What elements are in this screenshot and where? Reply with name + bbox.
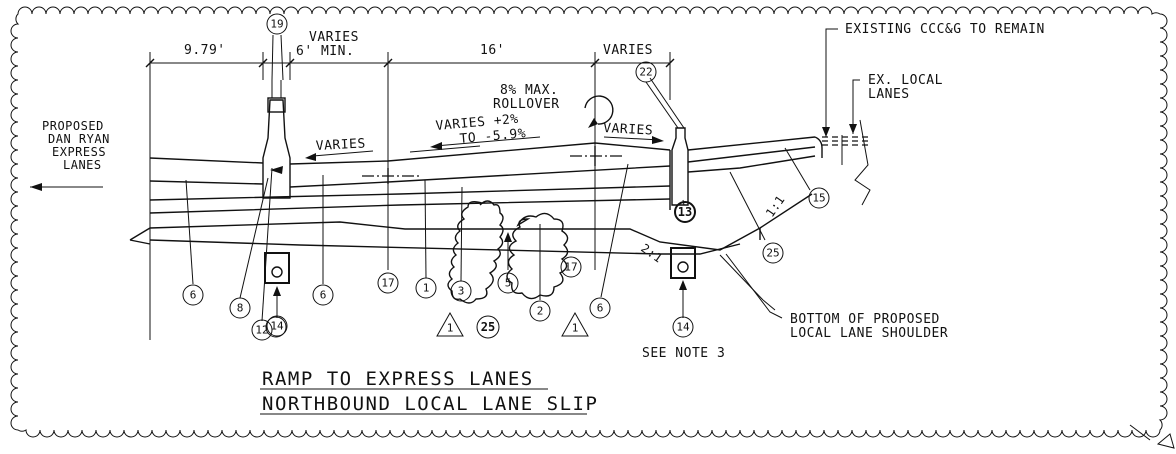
callout-14-right: 14 [676,321,690,334]
callout-13: 13 [678,205,692,219]
callout-17-right: 17 [564,261,577,274]
label-proposed-4: LANES [63,158,102,172]
label-bottom-2: LOCAL LANE SHOULDER [790,326,948,341]
label-proposed-3: EXPRESS [52,145,106,159]
callout-5: 5 [505,277,512,290]
label-ex-local-1: EX. LOCAL [868,73,943,88]
revision-triangle: 1 1 [436,311,589,337]
callout-14-left: 14 [270,320,284,333]
callout-3: 3 [458,285,465,298]
leaders [185,28,860,322]
revision-tag-icon [1129,424,1175,449]
dim-9-79: 9.79' [184,43,226,58]
label-varies-left: VARIES [315,136,366,154]
label-slope-1-1: 1:1 [763,193,788,220]
callout-15: 15 [812,192,825,205]
title-line-1: RAMP TO EXPRESS LANES [262,368,534,390]
label-existing-curb: EXISTING CCC&G TO REMAIN [845,22,1045,37]
callout-25-right: 25 [766,247,779,260]
label-varies-right: VARIES [603,121,654,139]
label-bottom-1: BOTTOM OF PROPOSED [790,312,940,327]
dimension-string [145,52,675,340]
revision-triangle-left: 1 [447,322,454,335]
rollover-arrow-icon [584,95,614,128]
callout-6-left: 6 [190,289,197,302]
label-slope-2-1: 2:1 [638,241,665,266]
callout-22: 22 [639,66,652,79]
pivot-marks [362,146,625,184]
drain-structure-icon [264,247,696,318]
callout-19: 19 [270,18,283,31]
callout-bubbles: 19 22 13 15 25 6 8 12 6 17 1 3 5 25 2 17… [182,13,830,341]
existing-lanes [687,119,871,240]
callout-1: 1 [423,282,430,295]
dim-varies-top: VARIES [309,30,359,45]
revision-cloud-border [10,6,1168,438]
dim-16: 16' [480,43,505,58]
label-proposed-2: DAN RYAN [48,132,110,146]
callout-2: 2 [537,305,544,318]
label-max-rollover-2: ROLLOVER [493,97,560,112]
label-varies-mid-2: TO -5.9% [459,126,527,147]
callout-6-right: 6 [597,302,604,315]
title-line-2: NORTHBOUND LOCAL LANE SLIP [262,393,598,415]
revision-triangle-right: 1 [572,322,579,335]
label-varies-mid-1: VARIES +2% [435,112,519,134]
label-ex-local-2: LANES [868,87,910,102]
dim-6-min: 6' MIN. [296,44,354,59]
callout-8: 8 [237,302,244,315]
shoulder-barrier [671,127,689,206]
label-see-note: SEE NOTE 3 [642,346,725,361]
callout-17-left: 17 [381,277,394,290]
subgrade-clouds [447,200,569,304]
label-proposed-1: PROPOSED [42,119,104,133]
callout-6-mid: 6 [320,289,327,302]
label-max-rollover-1: 8% MAX. [500,83,558,98]
callout-25-cloud: 25 [481,320,495,334]
dim-varies-right: VARIES [603,43,653,58]
median-barrier [262,80,291,199]
callout-12: 12 [255,324,268,337]
slope-arrows [30,136,664,191]
